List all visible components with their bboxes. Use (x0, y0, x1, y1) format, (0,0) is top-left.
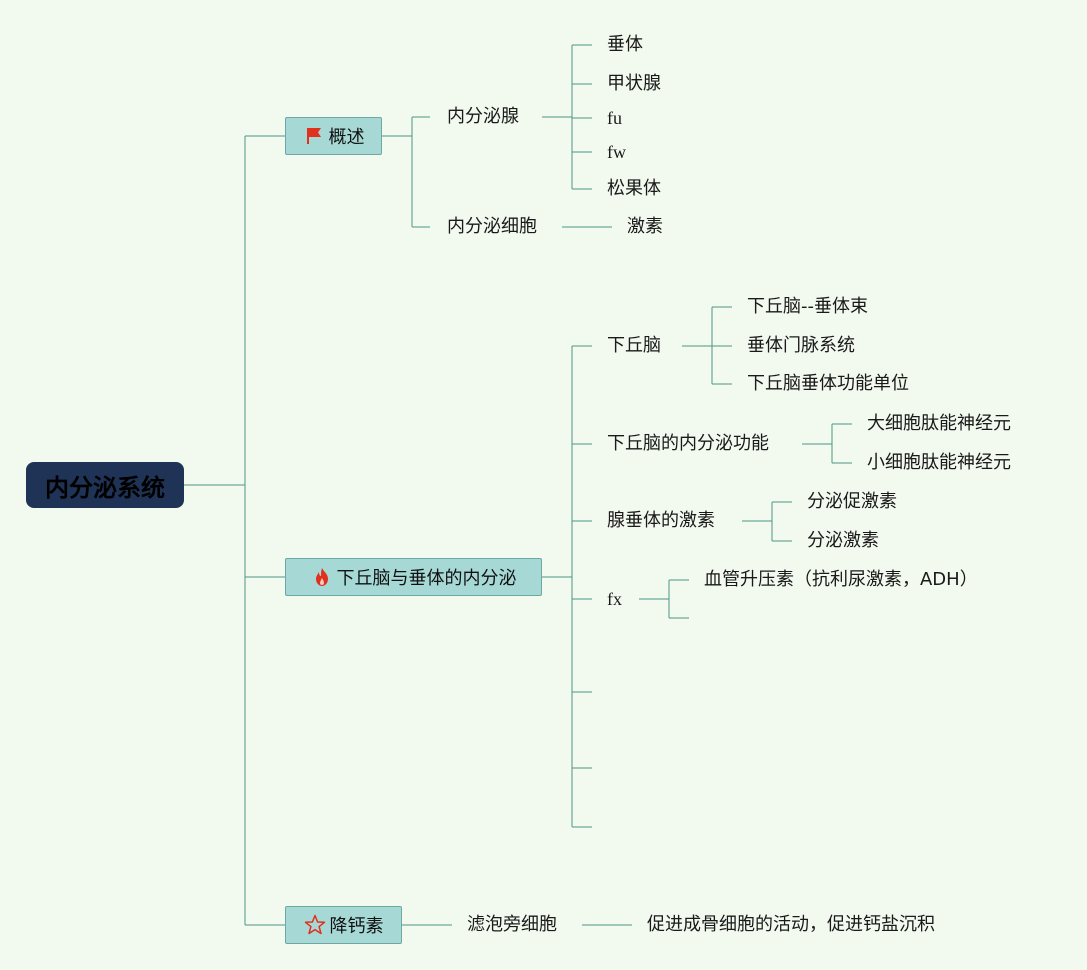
node-magnocellular-neurons[interactable]: 大细胞肽能神经元 (867, 413, 1011, 434)
topic-overview[interactable]: 概述 (285, 117, 382, 155)
node-fw[interactable]: fw (607, 142, 626, 162)
node-functional-unit[interactable]: 下丘脑垂体功能单位 (747, 373, 909, 394)
node-hypothalamus[interactable]: 下丘脑 (607, 335, 661, 356)
topic-calcitonin[interactable]: 降钙素 (285, 906, 402, 944)
node-parafollicular-cells[interactable]: 滤泡旁细胞 (467, 914, 557, 935)
node-hormone[interactable]: 激素 (627, 216, 663, 237)
topic-hypothalamus[interactable]: 下丘脑与垂体的内分泌 (285, 558, 542, 596)
node-thyroid[interactable]: 甲状腺 (607, 73, 661, 94)
node-osteoblast-activity[interactable]: 促进成骨细胞的活动，促进钙盐沉积 (647, 914, 935, 935)
topic-calcitonin-label: 降钙素 (329, 916, 384, 937)
topic-hypothalamus-label: 下丘脑与垂体的内分泌 (336, 568, 517, 589)
red-flag-icon (303, 125, 325, 147)
node-portal-system[interactable]: 垂体门脉系统 (747, 335, 855, 356)
node-hypothalamo-hypophyseal-tract[interactable]: 下丘脑--垂体束 (747, 296, 868, 317)
fire-icon (311, 566, 333, 588)
node-pineal[interactable]: 松果体 (607, 178, 661, 199)
star-outline-icon (304, 914, 326, 936)
root-label: 内分泌系统 (45, 473, 165, 502)
topic-overview-label: 概述 (328, 127, 365, 148)
node-vasopressin[interactable]: 血管升压素（抗利尿激素，ADH） (704, 569, 978, 590)
node-pituitary[interactable]: 垂体 (607, 34, 643, 55)
node-fu[interactable]: fu (607, 108, 622, 128)
node-fx[interactable]: fx (607, 589, 622, 609)
node-hypothalamus-endocrine-function[interactable]: 下丘脑的内分泌功能 (607, 433, 769, 454)
node-tropic-hormones[interactable]: 分泌促激素 (807, 491, 897, 512)
node-parvocellular-neurons[interactable]: 小细胞肽能神经元 (867, 452, 1011, 473)
node-endocrine-cell[interactable]: 内分泌细胞 (447, 216, 537, 237)
node-adenohypophysis-hormones[interactable]: 腺垂体的激素 (607, 510, 715, 531)
node-secreted-hormones[interactable]: 分泌激素 (807, 530, 879, 551)
root-topic[interactable]: 内分泌系统 (26, 462, 184, 508)
node-endocrine-gland[interactable]: 内分泌腺 (447, 106, 519, 127)
